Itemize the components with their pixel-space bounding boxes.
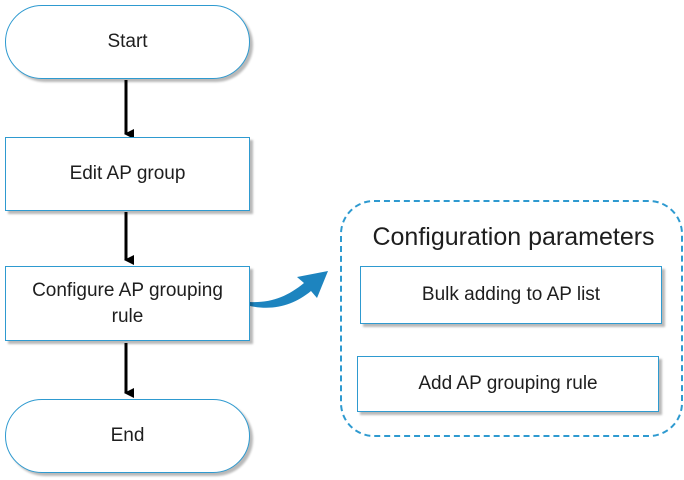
end-node: End [5, 399, 250, 473]
add-ap-grouping-rule-node: Add AP grouping rule [357, 356, 659, 412]
configure-ap-grouping-rule-label: Configure AP grouping rule [32, 279, 223, 327]
bulk-adding-node: Bulk adding to AP list [360, 266, 662, 324]
start-label: Start [107, 31, 148, 52]
add-ap-grouping-rule-label: Add AP grouping rule [418, 373, 598, 394]
configuration-parameters-group: Configuration parameters [340, 200, 683, 437]
start-node: Start [5, 5, 250, 79]
configure-ap-grouping-rule-node: Configure AP grouping rule [5, 266, 250, 341]
bulk-adding-label: Bulk adding to AP list [421, 284, 601, 305]
callout-arrow [250, 271, 328, 308]
edit-ap-group-node: Edit AP group [5, 137, 250, 211]
end-label: End [110, 425, 145, 446]
edit-ap-group-label: Edit AP group [69, 163, 186, 184]
group-title: Configuration parameters [372, 223, 655, 251]
